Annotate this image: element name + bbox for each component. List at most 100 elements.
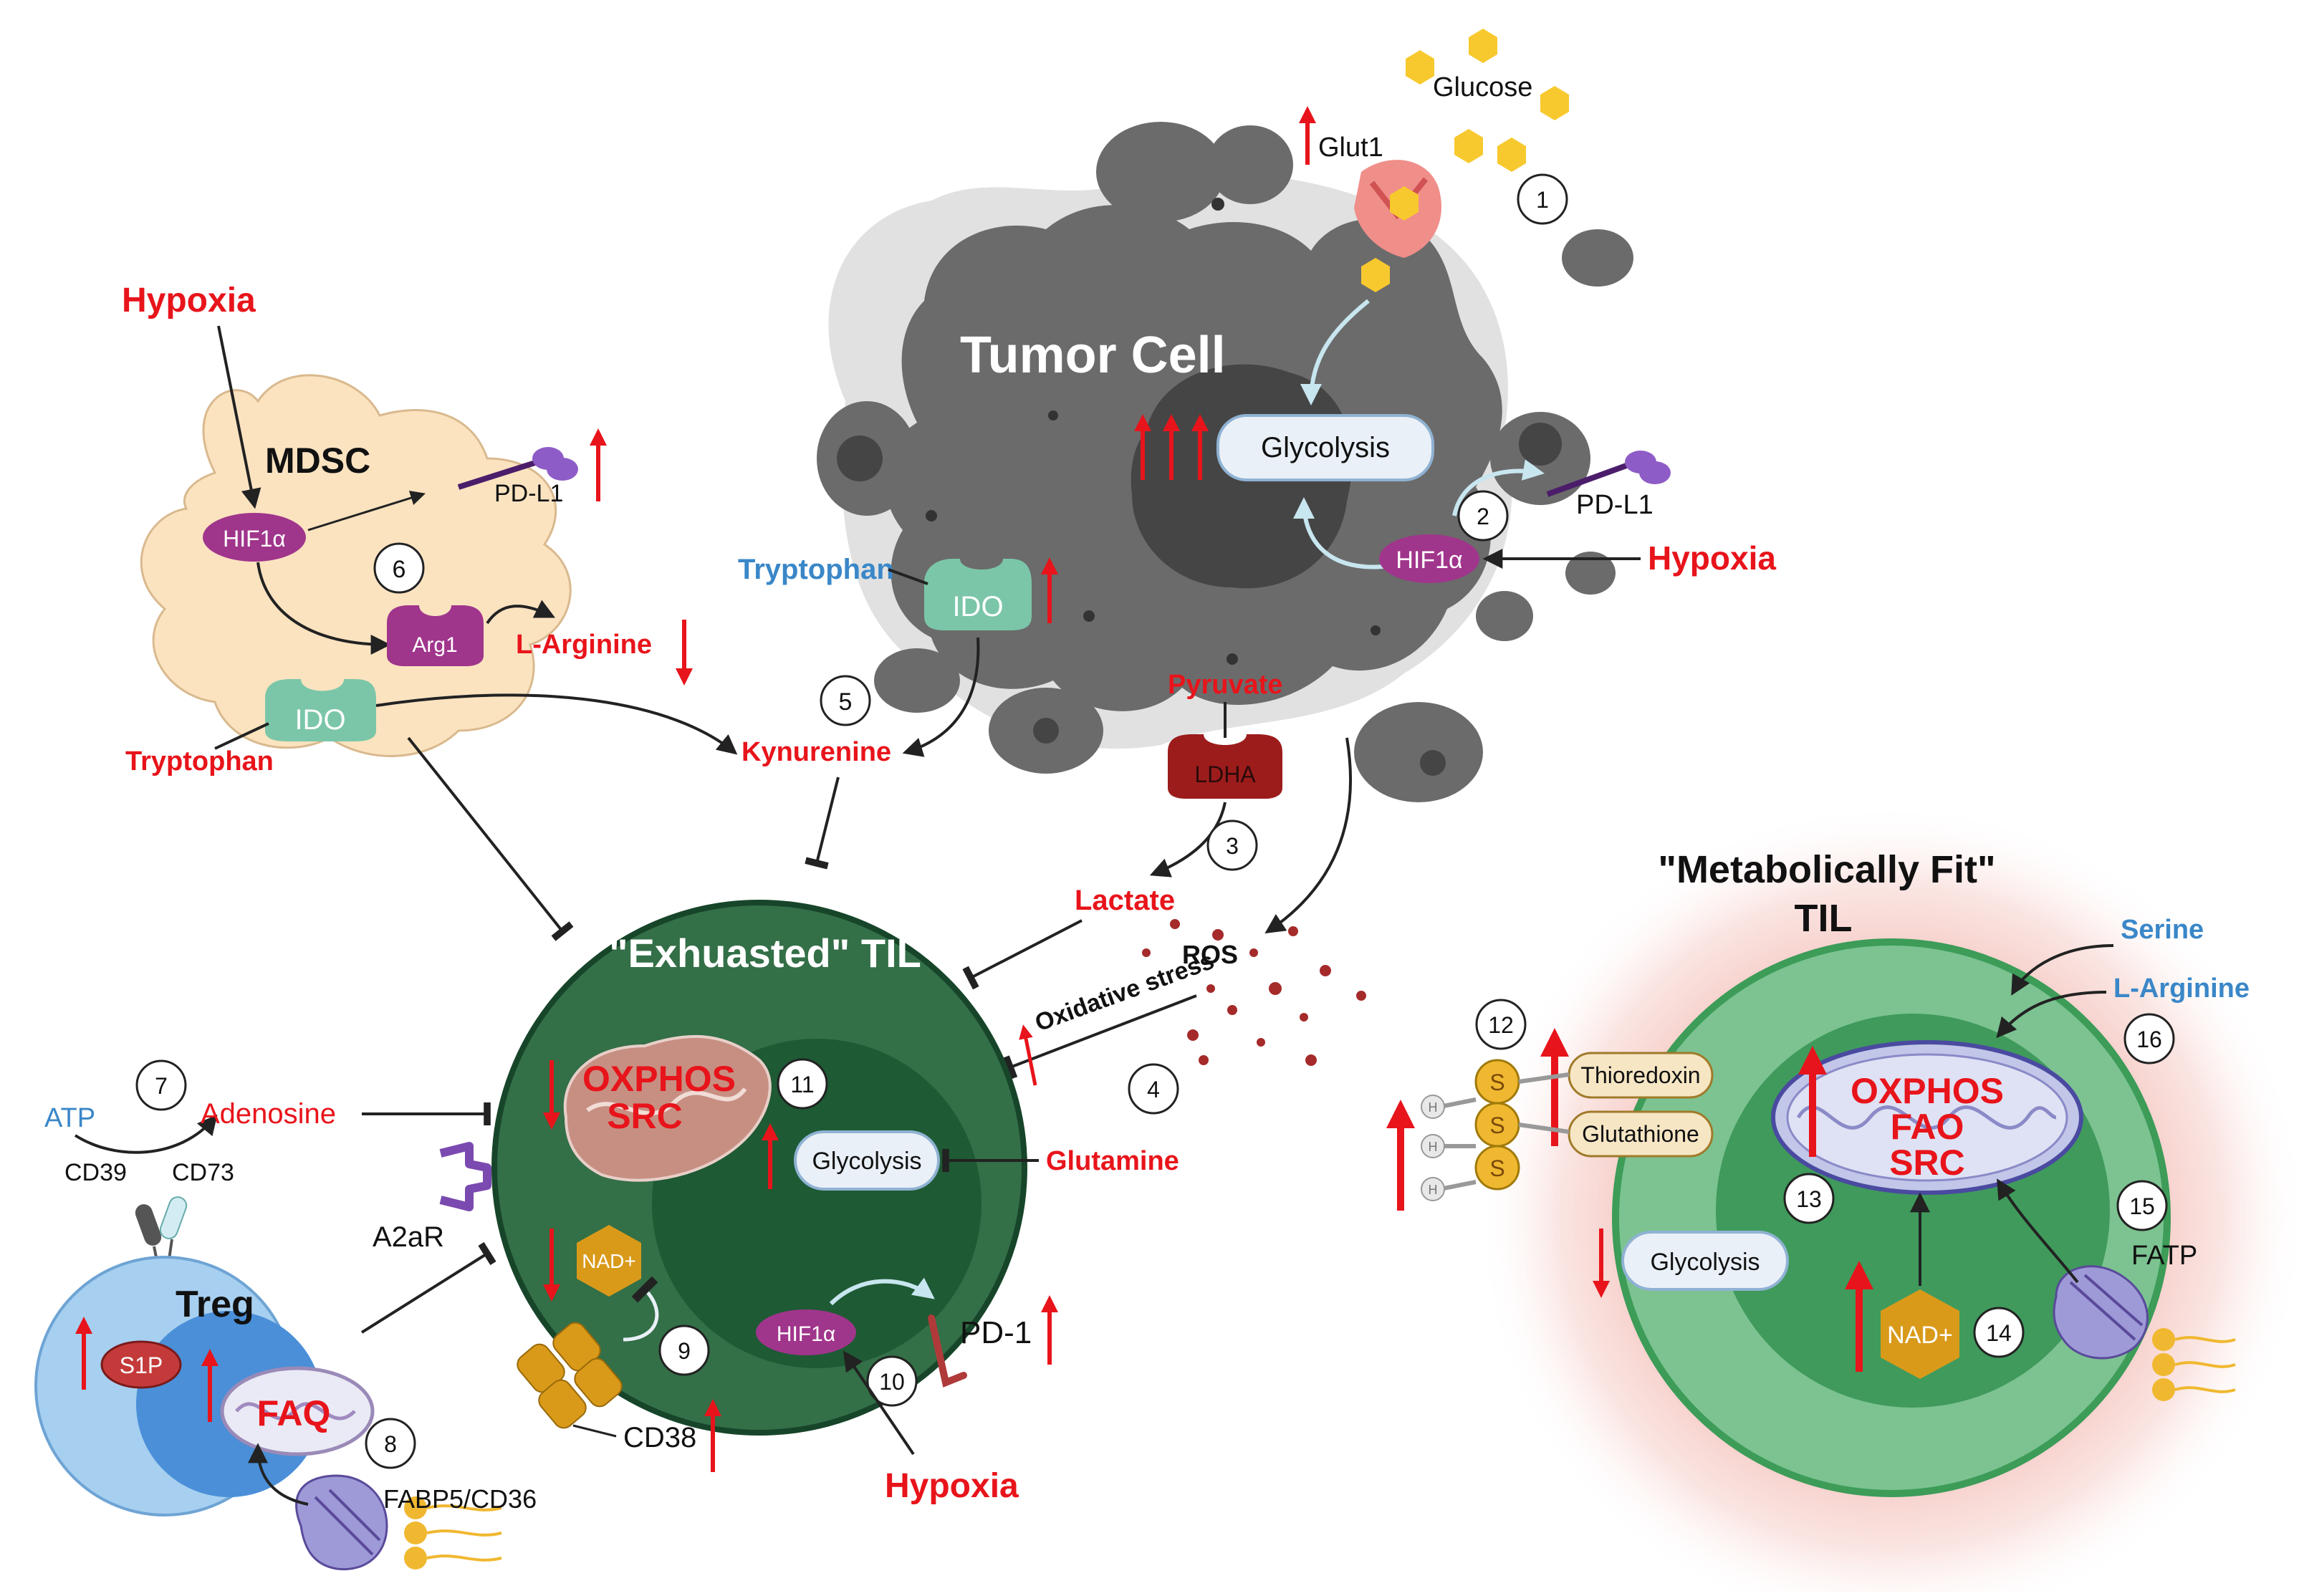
l-arginine-fit-label: L-Arginine [2113,974,2250,1004]
pdl1-tumor-label: PD-L1 [1576,490,1654,520]
atp-to-adenosine-arrow [74,1114,218,1154]
h-glyph-2: H [1429,1140,1438,1154]
treg-inhibit-line [360,1241,496,1334]
step-13-circle [1783,1173,1835,1224]
mdsc-inhibit-line [407,736,574,941]
pd1-label: PD-1 [960,1315,1032,1350]
mdsc-label: MDSC [265,441,370,481]
oxphos-til-label: OXPHOS [582,1059,736,1099]
step-5-label: 5 [839,688,853,716]
hif1a-to-glycolysis-arrow [1293,497,1391,569]
pyruvate-label: Pyruvate [1168,670,1283,700]
hypoxia-til-label: Hypoxia [885,1467,1019,1505]
fatp-label: FATP [2131,1241,2197,1271]
step-1-circle [1517,173,1568,225]
pd1-receptor [928,1314,967,1388]
fatp-to-mito-arrow [1997,1178,2079,1284]
glucose-hexagons [1361,29,1569,292]
kynurenine-inhibit-line [805,777,840,870]
step-14-label: 14 [1986,1320,2012,1346]
step-12-circle [1475,999,1527,1050]
fit-title-line1: "Metabolically Fit" [1658,848,1995,891]
tumor-glycolysis-label: Glycolysis [1261,432,1390,463]
s-glyph-1: S [1489,1069,1504,1095]
s1p-oval [100,1340,182,1389]
ros-label: ROS [1182,940,1238,969]
fit-glycolysis-label: Glycolysis [1650,1249,1760,1276]
hif1a-tumor-oval [1379,534,1479,583]
step-8-circle [365,1418,416,1469]
nad-til-label: NAD+ [582,1250,635,1272]
s-glyph-2: S [1489,1112,1504,1138]
ldha-enzyme [1168,734,1282,799]
step-7-label: 7 [155,1073,168,1099]
step-4-label: 4 [1147,1077,1160,1102]
step-1-label: 1 [1536,187,1549,213]
hif1a-tumor-label: HIF1α [1396,547,1462,574]
faq-label: FAQ [257,1393,331,1433]
fabp5-cd36-label: FABP5/CD36 [383,1484,537,1514]
step-4-circle [1128,1063,1179,1115]
oxidative-stress-up-arrow [1019,1024,1037,1086]
lactate-inhibit-line [962,919,1083,990]
treg-label: Treg [176,1284,254,1325]
step-3-circle [1206,819,1258,871]
ldha-label: LDHA [1194,761,1256,787]
step-11-circle [777,1058,828,1110]
step-15-circle [2116,1180,2168,1231]
hif1a-to-pd1-arrow [829,1277,935,1306]
hypoxia-to-til-hif1a-arrow [843,1350,915,1456]
adenosine-label: Adenosine [201,1098,336,1130]
atp-label: ATP [44,1103,95,1133]
fit-glycolysis-box [1621,1231,1789,1291]
ido-tumor-label: IDO [952,591,1003,622]
ros-particles [1142,919,1366,1066]
hif1a-mdsc-oval [203,513,306,562]
h-glyph-3: H [1429,1183,1438,1197]
step-3-label: 3 [1226,833,1239,859]
step-12-label: 12 [1488,1012,1514,1038]
hif1a-mdsc-label: HIF1α [223,526,286,552]
ros-inhibit-line [1002,994,1197,1080]
step-8-label: 8 [384,1431,397,1457]
src-til-label: SRC [607,1096,683,1136]
fit-src-label: SRC [1889,1143,1965,1183]
serine-label: Serine [2121,915,2204,945]
a2ar-label: A2aR [373,1221,444,1253]
fit-mitochondrion-inner [1786,1053,2068,1182]
fit-mito-cristae [1796,1105,2057,1130]
hif1a-to-arg1-arrow [256,562,391,655]
tryptophan-mdsc-label: Tryptophan [125,746,274,777]
serine-arrow [2011,944,2114,996]
ido-mdsc-enzyme [265,679,376,741]
tumor-glycolysis-box [1216,414,1434,481]
glucose-to-glycolysis-arrow [1300,299,1370,405]
fit-title-line2: TIL [1795,897,1853,940]
damaged-mitochondrion [563,1034,772,1182]
glut1-transporter [1354,160,1441,258]
ido-mdsc-to-kynurenine-arrow [375,693,738,755]
hypoxia-mdsc-label: Hypoxia [122,282,256,319]
step-9-circle [658,1325,710,1376]
til-glycolysis-box [794,1130,940,1191]
nad-fit-hexagon [1881,1289,1959,1379]
cd38-label: CD38 [623,1422,696,1453]
arg1-enzyme [387,605,484,666]
fit-oxphos-label: OXPHOS [1851,1071,2004,1111]
hif1a-til-label: HIF1α [777,1322,835,1346]
glutathione-label: Glutathione [1582,1121,1699,1147]
cd38-inhibit-nad-line [623,1276,659,1342]
kynurenine-label: Kynurenine [741,737,891,767]
arg1-to-larginine-arrow [486,600,556,625]
triple-up-arrows [1134,414,1209,480]
ido-mdsc-label: IDO [294,704,345,736]
pdl1-tumor-receptor [1546,451,1671,497]
hif1a-to-pdl1-mdsc-arrow [307,490,426,532]
treg-mito-cristae [235,1402,356,1420]
a2ar-receptor [439,1142,491,1211]
hif1a-to-pdl1-arrow [1452,459,1545,516]
nad-til-hexagon [577,1225,641,1297]
ido-tumor-to-kynurenine-arrow [902,637,980,757]
